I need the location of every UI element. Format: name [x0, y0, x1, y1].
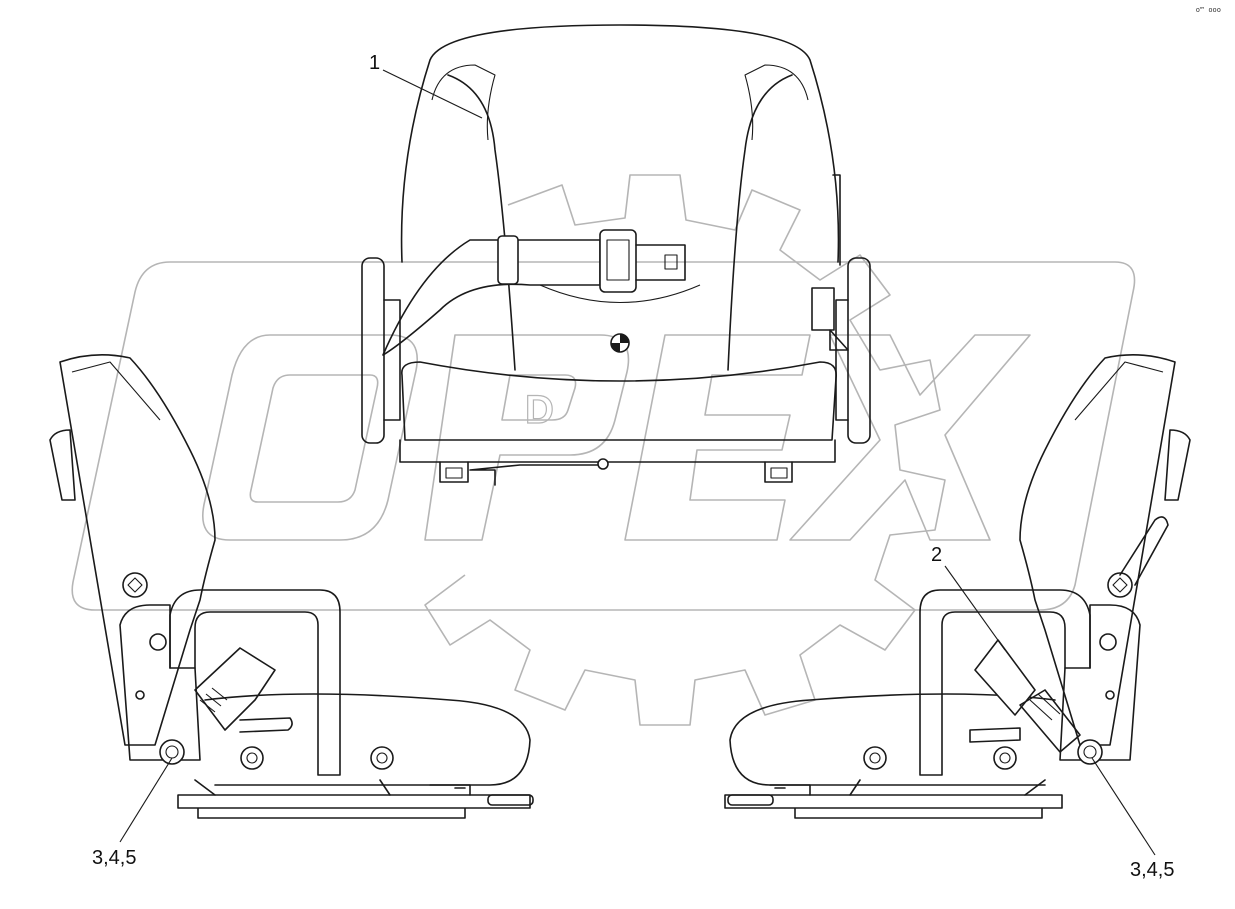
slide-lever [469, 464, 601, 486]
right-recline-lever [1119, 516, 1169, 586]
watermark-gear [424, 174, 946, 726]
watermark-letter-d: D [525, 388, 554, 432]
right-base-frame [724, 794, 1063, 819]
right-belt-buckle [974, 639, 1036, 716]
watermark-letter-e [624, 334, 811, 541]
leader-lines [119, 69, 1156, 856]
backrest-inner-right-panel [727, 74, 793, 371]
left-armrest-post [361, 257, 385, 444]
belt-loop [497, 235, 519, 285]
leader-item-345-left [119, 757, 173, 843]
seat-cushion [401, 361, 837, 441]
callout-item-345-left: 3,4,5 [92, 847, 137, 869]
watermark-frame [71, 261, 1136, 611]
left-base-frame [177, 794, 531, 819]
left-armrest-loop [169, 589, 341, 776]
corner-code: o™ ooo [1195, 6, 1221, 14]
left-belt-tongue [194, 647, 276, 731]
right-side-bracket [811, 287, 835, 331]
right-armrest-post [847, 257, 871, 444]
watermark-logo: D [71, 174, 1136, 726]
right-armrest-loop [919, 589, 1091, 776]
watermark-letter-x [789, 334, 1031, 541]
callout-item-2: 2 [931, 544, 943, 566]
right-anchor-bolt [1077, 739, 1103, 765]
right-cushion [729, 693, 1056, 786]
belt-buckle [599, 229, 637, 293]
watermark-letter-p [424, 334, 630, 541]
right-side-panel [1059, 604, 1141, 761]
watermark-letter-o [201, 334, 419, 541]
callout-item-345-right: 3,4,5 [1130, 859, 1175, 881]
front-base-rail [399, 439, 836, 463]
belt-tongue [635, 244, 686, 281]
leader-item-345-right [1091, 757, 1156, 856]
left-cushion [204, 693, 531, 786]
leader-item-1 [382, 69, 483, 119]
left-hinge-bracket [49, 429, 76, 501]
leader-item-2 [944, 565, 1006, 651]
seat-left-side-view [49, 354, 534, 819]
seat-front-view [361, 24, 871, 486]
seat-right-side-view [724, 354, 1191, 819]
seat-belt-strap [382, 239, 601, 356]
right-backrest [1019, 354, 1176, 746]
backrest-outline [400, 24, 840, 263]
backrest-inner-left-panel [447, 74, 516, 371]
left-side-panel [119, 604, 201, 761]
left-anchor-bolt [159, 739, 185, 765]
right-hinge-bracket [1164, 429, 1191, 501]
left-backrest [59, 354, 216, 746]
callout-item-1: 1 [369, 52, 381, 74]
